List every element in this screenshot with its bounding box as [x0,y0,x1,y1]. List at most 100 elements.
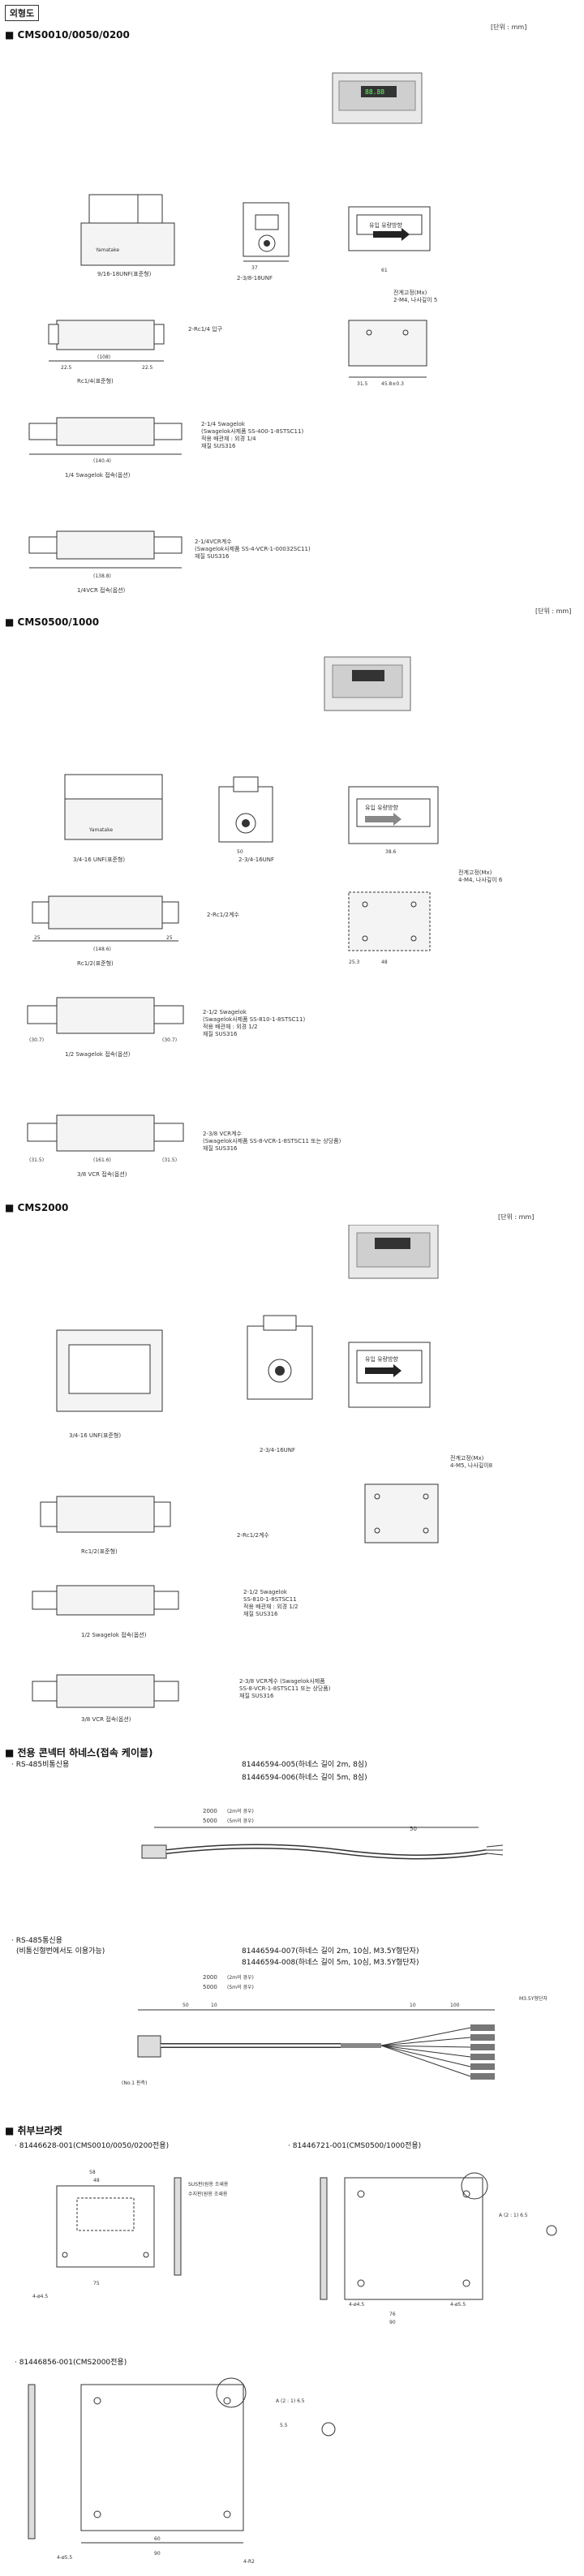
svg-text:(140.4): (140.4) [93,458,111,464]
svg-text:(31.5): (31.5) [29,1157,44,1163]
svg-text:48: 48 [381,960,388,965]
svg-text:45.8±0.3: 45.8±0.3 [381,381,404,387]
svg-text:1/4VCR 접속(옵션): 1/4VCR 접속(옵션) [77,586,126,594]
rc-view [40,1496,171,1533]
svg-text:(2m의 경우): (2m의 경우) [227,1974,254,1981]
svg-text:Yamatake: Yamatake [95,247,119,253]
svg-text:2-Rc1/4 입구: 2-Rc1/4 입구 [188,326,223,333]
section-title-bracket: ■ 취부브라켓 [5,2125,62,2136]
svg-text:2-1/4VCR계수(Swagelok사제품 SS-4-VC: 2-1/4VCR계수(Swagelok사제품 SS-4-VCR-1-00032S… [195,538,311,560]
svg-text:1/2 Swagelok 접속(옵션): 1/2 Swagelok 접속(옵션) [81,1631,147,1638]
bracket-1-title-text: 81446628-001(CMS0010/0050/0200전용) [19,2142,170,2150]
swagelok-view: (140.4) [28,417,182,464]
svg-text:60: 60 [154,2536,161,2542]
svg-text:10: 10 [211,2003,217,2008]
section-title-cable: ■ 전용 콘넥터 하네스(접속 케이블) [5,1747,153,1758]
svg-text:5.5: 5.5 [280,2423,288,2428]
unit-note: [단위 : mm] [498,1213,535,1221]
top-view: 유입 유량방향 38.6 [348,786,439,855]
svg-text:4-ø5.5: 4-ø5.5 [57,2555,72,2561]
front-view [56,1329,163,1412]
svg-text:25: 25 [166,935,173,941]
svg-text:58: 58 [89,2170,96,2175]
bracket-3-title-text: 81446856-001(CMS2000전용) [19,2359,127,2367]
cable-2-drawing: 2000 (2m의 경우) 5000 (5m의 경우) M3.5Y형단자 50 … [122,1974,548,2086]
svg-text:(5m의 경우): (5m의 경우) [227,1984,254,1990]
device-image-3 [348,1225,439,1279]
svg-text:5000: 5000 [203,1984,217,1990]
svg-text:유입 유량방향: 유입 유량방향 [365,1355,398,1363]
svg-text:(No.1 핀측): (No.1 핀측) [122,2080,147,2086]
svg-text:50: 50 [410,1826,417,1832]
vcr-view: (138.8) [28,530,182,579]
device-image-2 [324,656,411,711]
svg-text:(30.7): (30.7) [162,1037,177,1043]
svg-text:(148.6): (148.6) [93,947,111,952]
page-title: 외형도 [9,8,35,19]
part-number-1: 81446594-005(하네스 길이 2m, 8심) [242,1761,367,1769]
svg-text:38.6: 38.6 [385,849,397,855]
comm-label: · RS-485통신용 [11,1937,62,1945]
rc-view: (148.6) 25 25 [32,895,179,952]
svg-text:2-1/2 Swagelok(Swagelok사제품 SS-: 2-1/2 Swagelok(Swagelok사제품 SS-810-1-8STS… [203,1009,305,1037]
svg-text:4-ø5.5: 4-ø5.5 [450,2302,466,2308]
part-number-2: 81446594-006(하네스 길이 5m, 8심) [242,1774,367,1782]
svg-text:37: 37 [251,265,258,271]
svg-text:25.3: 25.3 [349,960,360,965]
cms0500-drawing: Yamatake 3/4-16 UNF(표준형) 50 2-3/4-16UNF … [27,656,503,1178]
swagelok-view: (30.7) (30.7) [27,997,184,1043]
section-title-text: CMS0010/0050/0200 [17,29,130,41]
bracket-3-title: · 81446856-001(CMS2000전용) [15,2359,127,2367]
cms2000-drawing: 3/4-16 UNF(표준형) 2-3/4-16UNF 유입 유량방향 Rc1/… [32,1225,492,1638]
bracket-3-drawing: 60 90 4-ø5.5 4-R2 A (2 : 1) 6.5 5.5 [28,2377,336,2565]
svg-text:3/4-16 UNF(표준형): 3/4-16 UNF(표준형) [73,857,125,863]
svg-text:2000: 2000 [203,1808,217,1814]
svg-text:100: 100 [450,2003,460,2008]
section-title-text: 전용 콘넥터 하네스(접속 케이블) [17,1747,153,1758]
section-title-cms0010: ■ CMS0010/0050/0200 [5,29,130,41]
svg-text:SUS판(원용 조쇄용: SUS판(원용 조쇄용 [188,2181,229,2187]
svg-text:4-ø4.5: 4-ø4.5 [349,2302,364,2308]
svg-text:4-ø4.5: 4-ø4.5 [32,2294,48,2299]
comm-text: RS-485통신용 [15,1937,62,1945]
rc-view: (108) 22.5 22.5 [48,320,165,371]
top-view: 유입 유량방향 61 [348,206,431,273]
cable-1-drawing: 2000 (2m의 경우) 5000 (5m의 경우) 50 [141,1808,504,1860]
svg-text:50: 50 [182,2003,189,2008]
comm-label-2: (비통신형번에서도 이용가능) [16,1947,105,1956]
svg-text:유입 유량방향: 유입 유량방향 [369,221,402,229]
svg-text:50: 50 [237,849,243,855]
bracket-1-2-drawing: 58 48 75 4-ø4.5 SUS판(원용 조쇄용 수지판(원용 조쇄용 7… [32,2170,557,2325]
svg-text:90: 90 [154,2551,161,2557]
part-number-3: 81446594-007(하네스 길이 2m, 10심, M3.5Y형단자) [242,1947,419,1956]
svg-text:(2m의 경우): (2m의 경우) [227,1808,254,1814]
front-view: Yamatake [80,194,175,266]
vcr-view: (161.6) (31.5) (31.5) [27,1114,184,1163]
svg-text:2-Rc1/2계수: 2-Rc1/2계수 [237,1531,269,1539]
svg-text:Rc1/4(표준형): Rc1/4(표준형) [77,378,114,384]
svg-text:전계고정(Mx)2-M4, 나사깊이 5: 전계고정(Mx)2-M4, 나사깊이 5 [393,289,437,303]
svg-text:A (2 : 1) 6.5: A (2 : 1) 6.5 [499,2213,528,2218]
section-title-cms0500: ■ CMS0500/1000 [5,616,100,628]
svg-text:90: 90 [389,2320,396,2325]
svg-text:4-R2: 4-R2 [243,2559,255,2565]
svg-text:31.5: 31.5 [357,381,368,387]
svg-text:22.5: 22.5 [142,365,153,371]
svg-text:A (2 : 1) 6.5: A (2 : 1) 6.5 [276,2398,305,2404]
svg-text:M3.5Y형단자: M3.5Y형단자 [519,1995,548,2002]
svg-text:수지판(원용 조쇄용: 수지판(원용 조쇄용 [188,2191,228,2197]
svg-text:(138.8): (138.8) [93,573,111,579]
svg-text:Rc1/2(표준형): Rc1/2(표준형) [77,960,114,967]
section-title-text: CMS0500/1000 [17,616,100,628]
front-label: 9/16-18UNF(표준형) [97,271,152,277]
rs485-label: · RS-485비통신용 [11,1761,70,1769]
side-view [247,1315,313,1400]
swagelok-view [32,1585,179,1616]
svg-text:(108): (108) [97,354,110,360]
section-title-text: CMS2000 [17,1202,69,1213]
svg-text:2-3/8-18UNF: 2-3/8-18UNF [237,275,273,281]
cms0010-drawing: 88.88 Yamatake 9/16-18UNF(표준형) 37 2-3/8-… [28,72,437,594]
svg-text:1/2 Swagelok 접속(옵션): 1/2 Swagelok 접속(옵션) [65,1050,131,1058]
